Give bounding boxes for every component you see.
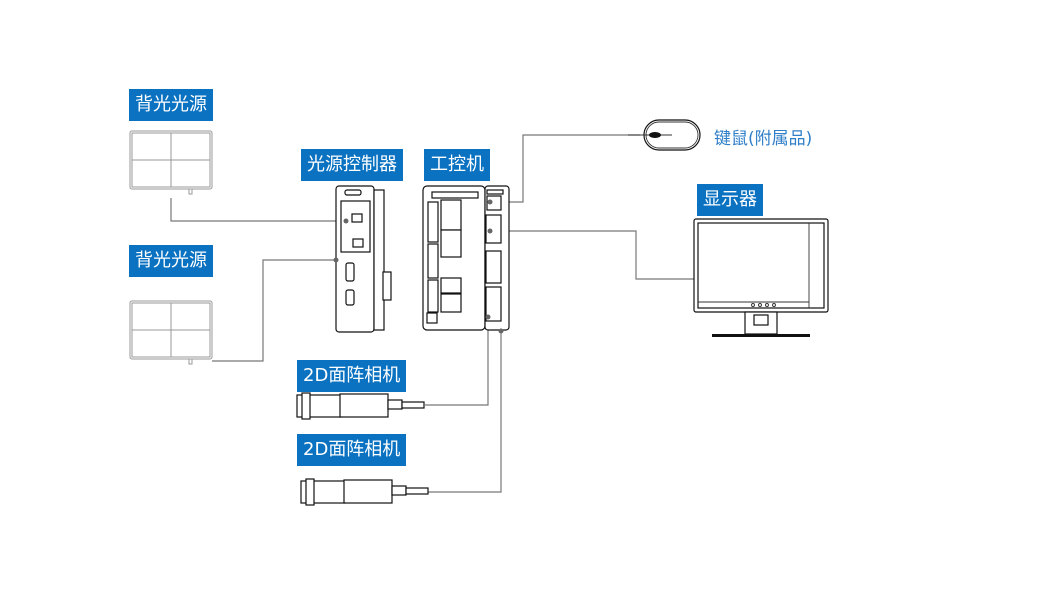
wire-ipc-camera2 bbox=[428, 331, 502, 493]
ipc-device bbox=[422, 185, 510, 334]
wire-ipc-camera1 bbox=[425, 317, 489, 406]
monitor-device bbox=[693, 218, 829, 337]
light-controller-label: 光源控制器 bbox=[301, 149, 403, 181]
backlight-2-label: 背光光源 bbox=[129, 245, 213, 277]
wire-backlight2-controller bbox=[212, 259, 336, 362]
camera-2-label: 2D面阵相机 bbox=[297, 434, 407, 466]
mouse-device bbox=[628, 119, 701, 151]
backlight-1-device bbox=[129, 130, 213, 195]
camera-1-device bbox=[296, 392, 425, 420]
camera-2-device bbox=[300, 478, 429, 506]
keyboard-mouse-label: 键鼠(附属品) bbox=[714, 129, 813, 149]
wire-backlight1-controller bbox=[170, 198, 346, 222]
ipc-label: 工控机 bbox=[424, 149, 490, 181]
light-controller-device bbox=[333, 185, 392, 333]
wire-ipc-monitor bbox=[490, 230, 695, 280]
backlight-1-label: 背光光源 bbox=[129, 89, 213, 121]
backlight-2-device bbox=[129, 300, 213, 365]
monitor-label: 显示器 bbox=[697, 184, 763, 216]
wire-ipc-mouse bbox=[490, 134, 640, 203]
camera-1-label: 2D面阵相机 bbox=[297, 360, 407, 392]
